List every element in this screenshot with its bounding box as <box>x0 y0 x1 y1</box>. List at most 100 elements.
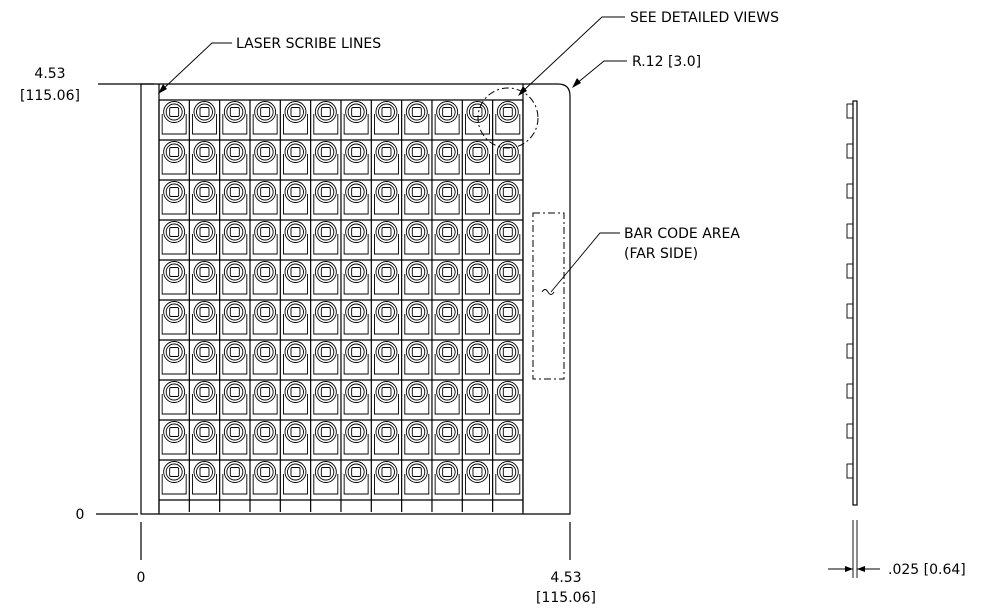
well-outer-ring <box>223 421 246 443</box>
well-square <box>229 427 240 437</box>
well-tab <box>283 314 308 335</box>
well-outer-ring <box>436 261 459 283</box>
well-tab <box>222 194 248 215</box>
barcode-tilde <box>541 289 555 295</box>
well-inner-ring <box>196 103 213 121</box>
side-view-tab <box>846 183 854 199</box>
well-outer-ring <box>254 261 277 283</box>
well-tab <box>283 234 308 255</box>
well-square <box>199 107 210 117</box>
well-tab <box>222 274 248 295</box>
well-tab <box>222 114 248 135</box>
well-inner-ring <box>438 183 456 201</box>
well <box>192 261 217 295</box>
well-outer-ring <box>193 421 216 443</box>
well-square <box>472 347 483 357</box>
well-inner-ring <box>256 223 274 241</box>
well-tab <box>434 434 460 455</box>
well-outer-ring <box>163 341 186 363</box>
well <box>283 181 308 215</box>
well-outer-ring <box>436 421 459 443</box>
well-square <box>411 347 422 357</box>
well-outer-ring <box>466 341 489 363</box>
well-tab <box>374 154 399 175</box>
well <box>192 181 217 215</box>
well-inner-ring <box>499 263 517 281</box>
well-square <box>411 387 422 397</box>
well-outer-ring <box>254 341 277 363</box>
well-square <box>169 427 180 437</box>
well <box>313 301 339 335</box>
well-outer-ring <box>314 381 337 403</box>
well-tab <box>192 194 217 215</box>
well-inner-ring <box>347 103 365 121</box>
well-inner-ring <box>317 183 335 201</box>
well-outer-ring <box>345 181 368 203</box>
well <box>283 101 308 135</box>
well-outer-ring <box>223 381 246 403</box>
well-inner-ring <box>347 183 365 201</box>
side-view-tab <box>846 263 854 279</box>
well-outer-ring <box>436 341 459 363</box>
detail-leader <box>521 16 625 93</box>
laser-scribe-arrow <box>158 84 167 94</box>
well-tab <box>343 314 369 335</box>
well-outer-ring <box>466 141 489 163</box>
well-outer-ring <box>496 181 519 203</box>
well-outer-ring <box>254 301 277 323</box>
well <box>343 141 369 175</box>
well-tab <box>495 234 521 255</box>
well-square <box>442 107 453 117</box>
well <box>161 381 187 415</box>
well-square <box>351 427 362 437</box>
well-inner-ring <box>287 303 304 321</box>
well-square <box>381 307 392 317</box>
well-tab <box>434 154 460 175</box>
well-square <box>169 227 180 237</box>
well-inner-ring <box>226 223 244 241</box>
well-square <box>381 347 392 357</box>
well-outer-ring <box>405 181 428 203</box>
well-outer-ring <box>405 381 428 403</box>
well <box>283 141 308 175</box>
well-tab <box>495 314 521 335</box>
well-square <box>169 307 180 317</box>
well-inner-ring <box>226 463 244 481</box>
well <box>283 341 308 375</box>
well-outer-ring <box>223 261 246 283</box>
well-square <box>472 227 483 237</box>
well-square <box>229 107 240 117</box>
well-tab <box>404 394 430 415</box>
well-square <box>351 107 362 117</box>
well-outer-ring <box>193 301 216 323</box>
well <box>313 141 339 175</box>
well <box>222 141 248 175</box>
well-outer-ring <box>345 341 368 363</box>
well-square <box>229 387 240 397</box>
well-outer-ring <box>254 461 277 483</box>
well-outer-ring <box>193 181 216 203</box>
well-outer-ring <box>223 181 246 203</box>
well <box>374 421 399 455</box>
well-inner-ring <box>287 343 304 361</box>
well-square <box>381 187 392 197</box>
well-square <box>290 107 301 117</box>
well-tab <box>465 154 490 175</box>
well <box>222 101 248 135</box>
well-tab <box>434 314 460 335</box>
well-square <box>260 267 271 277</box>
well <box>222 181 248 215</box>
well <box>465 181 490 215</box>
well-inner-ring <box>469 263 486 281</box>
well-tab <box>283 114 308 135</box>
well <box>434 181 460 215</box>
well-outer-ring <box>193 141 216 163</box>
well-outer-ring <box>405 421 428 443</box>
well-tab <box>404 474 430 495</box>
well-tab <box>343 354 369 375</box>
well-square <box>442 427 453 437</box>
well-inner-ring <box>347 423 365 441</box>
well-inner-ring <box>287 103 304 121</box>
well <box>252 261 278 295</box>
well-tab <box>313 274 339 295</box>
